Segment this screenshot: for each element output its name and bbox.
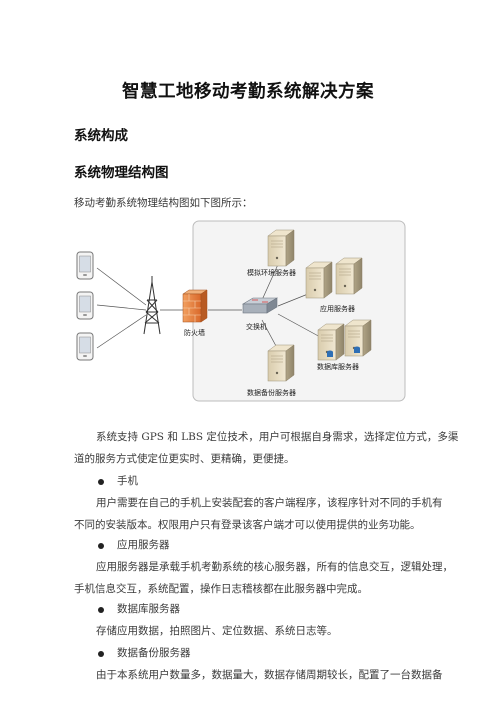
section-heading: 系统构成 — [74, 128, 128, 144]
phone-icon — [76, 332, 94, 361]
bullet-title: 数据备份服务器 — [117, 647, 191, 659]
phone-icon — [76, 251, 94, 280]
bullet-icon — [98, 479, 104, 485]
bullet-title: 手机 — [117, 475, 138, 487]
switch-label: 交换机 — [246, 323, 267, 331]
firewall-icon — [182, 289, 208, 323]
paragraph-line: 道的服务方式使定位更实时、更精确，更便捷。 — [74, 453, 295, 465]
switch-icon — [241, 297, 279, 314]
bullet-icon — [98, 543, 104, 549]
intro-text: 移动考勤系统物理结构图如下图所示： — [74, 197, 253, 209]
server-icon — [267, 344, 295, 382]
db-server-label: 数据库服务器 — [317, 363, 359, 371]
bullet-text: 存储应用数据，拍照图片、定位数据、系统日志等。 — [96, 625, 338, 637]
server-icon — [305, 261, 333, 299]
bullet-text: 应用服务器是承载手机考勤系统的核心服务器，所有的信息交互，逻辑处理， — [96, 561, 453, 573]
bullet-text: 由于本系统用户数量多，数据量大，数据存储周期较长，配置了一台数据备 — [96, 669, 443, 681]
server-icon — [317, 323, 345, 361]
server-icon — [267, 229, 295, 267]
app-server-label: 应用服务器 — [320, 305, 355, 313]
bullet-text: 用户需要在自己的手机上安装配套的客户端程序，该程序针对不同的手机有 — [96, 497, 443, 509]
bullet-text: 不同的安装版本。权限用户只有登录该客户端才可以使用提供的业务功能。 — [74, 519, 421, 531]
bullet-icon — [98, 607, 104, 613]
bullet-text: 手机信息交互，系统配置，操作日志稽核都在此服务器中完成。 — [74, 583, 368, 595]
bullet-title: 应用服务器 — [117, 539, 170, 551]
firewall-label: 防火墙 — [184, 329, 205, 337]
paragraph-line: 系统支持 GPS 和 LBS 定位技术，用户可根据自身需求，选择定位方式，多渠 — [96, 431, 459, 443]
proxy-server-label: 模拟环境服务器 — [247, 269, 296, 277]
subsection-heading: 系统物理结构图 — [74, 165, 169, 181]
server-icon — [335, 257, 363, 295]
bullet-icon — [98, 651, 104, 657]
server-icon — [344, 319, 372, 357]
cell-tower-icon — [143, 276, 161, 335]
backup-server-label: 数据备份服务器 — [247, 389, 296, 397]
phone-icon — [76, 291, 94, 320]
server-room-box — [192, 220, 406, 402]
document-title: 智慧工地移动考勤系统解决方案 — [122, 82, 374, 102]
bullet-title: 数据库服务器 — [117, 603, 180, 615]
